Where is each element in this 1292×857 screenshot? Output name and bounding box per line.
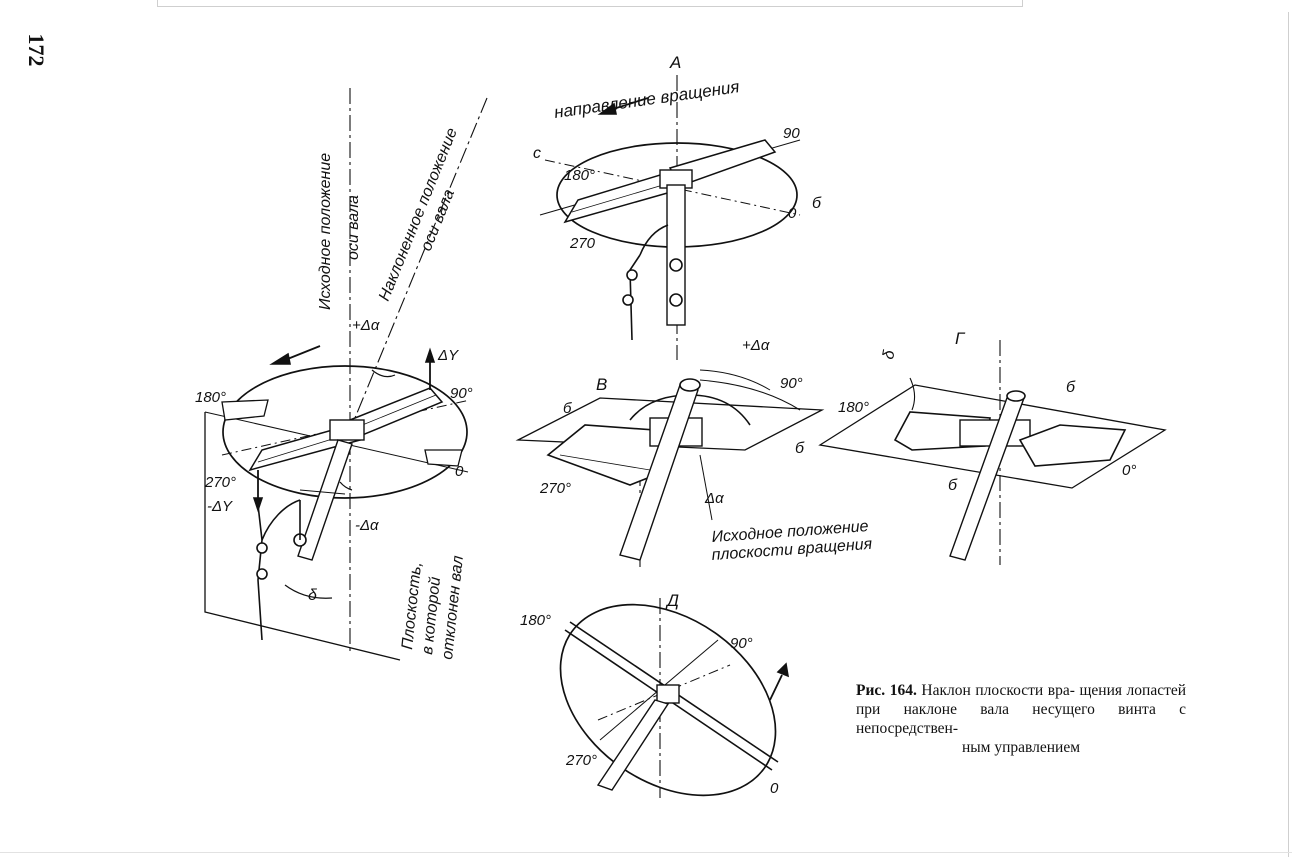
caption-line-3: несущего винта с непосредствен-: [856, 701, 1187, 737]
view-g: [818, 340, 1167, 565]
label-initial-axis-1: Исходное положение: [317, 153, 334, 310]
label-a-90: 90: [783, 125, 800, 142]
label-a-c: с: [533, 145, 541, 162]
label-a-b: б: [812, 195, 822, 212]
view-a: [539, 75, 801, 360]
label-v-90: 90°: [780, 375, 803, 392]
main-view: [204, 88, 488, 661]
label-plane-3: отклонен вал: [439, 555, 467, 661]
label-d-0: 0: [770, 780, 779, 797]
label-d-90: 90°: [730, 635, 753, 652]
caption-line-1: Наклон плоскости вра-: [921, 682, 1075, 699]
figure-caption: Рис. 164. Наклон плоскости вра- щения ло…: [856, 681, 1186, 757]
label-v-270: 270°: [539, 480, 571, 497]
label-d-180: 180°: [520, 612, 551, 629]
label-g-delta: δ: [880, 348, 898, 361]
caption-line-4: ным управлением: [961, 739, 1081, 756]
viewer-bottom-edge: [0, 852, 1292, 853]
label-v-plus-delta-alpha: +Δα: [742, 337, 770, 354]
label-view-a: А: [669, 53, 681, 72]
label-main-180: 180°: [195, 389, 226, 406]
label-d-270: 270°: [565, 752, 597, 769]
view-v: [515, 369, 825, 570]
label-v-b-right: б: [795, 440, 805, 457]
label-view-d: Д: [665, 591, 679, 610]
label-g-b-top: б: [1066, 379, 1076, 396]
label-view-g: Г: [955, 329, 966, 348]
label-v-minus-delta-alpha: Δα: [704, 490, 724, 507]
label-main-minus-delta-alpha: -Δα: [355, 517, 379, 534]
label-main-90: 90°: [450, 385, 473, 402]
label-v-b-left: б: [563, 400, 572, 417]
label-rotation-direction: направление вращения: [553, 77, 741, 122]
view-d: [559, 598, 790, 798]
label-initial-axis-2: оси вала: [345, 195, 362, 260]
label-main-plus-delta-y: ΔY: [437, 347, 459, 364]
label-main-delta: δ: [308, 587, 318, 604]
label-a-0: 0: [788, 205, 797, 222]
label-g-0: 0°: [1122, 462, 1136, 479]
viewer-top-frame: [157, 0, 1023, 7]
label-g-b-bottom: б: [948, 477, 958, 494]
caption-line-2: щения лопастей при наклоне вала: [856, 682, 1187, 718]
label-g-180: 180°: [838, 399, 869, 416]
label-view-v: В: [596, 375, 607, 394]
label-main-plus-delta-alpha: +Δα: [352, 317, 380, 334]
label-main-270: 270°: [204, 474, 236, 491]
label-a-270: 270: [569, 235, 596, 252]
caption-label: Рис. 164.: [856, 682, 917, 699]
viewer-right-edge: [1288, 12, 1289, 857]
label-main-minus-delta-y: -ΔY: [207, 498, 233, 515]
label-main-0: 0: [455, 463, 464, 480]
label-a-180: 180°: [564, 167, 595, 184]
